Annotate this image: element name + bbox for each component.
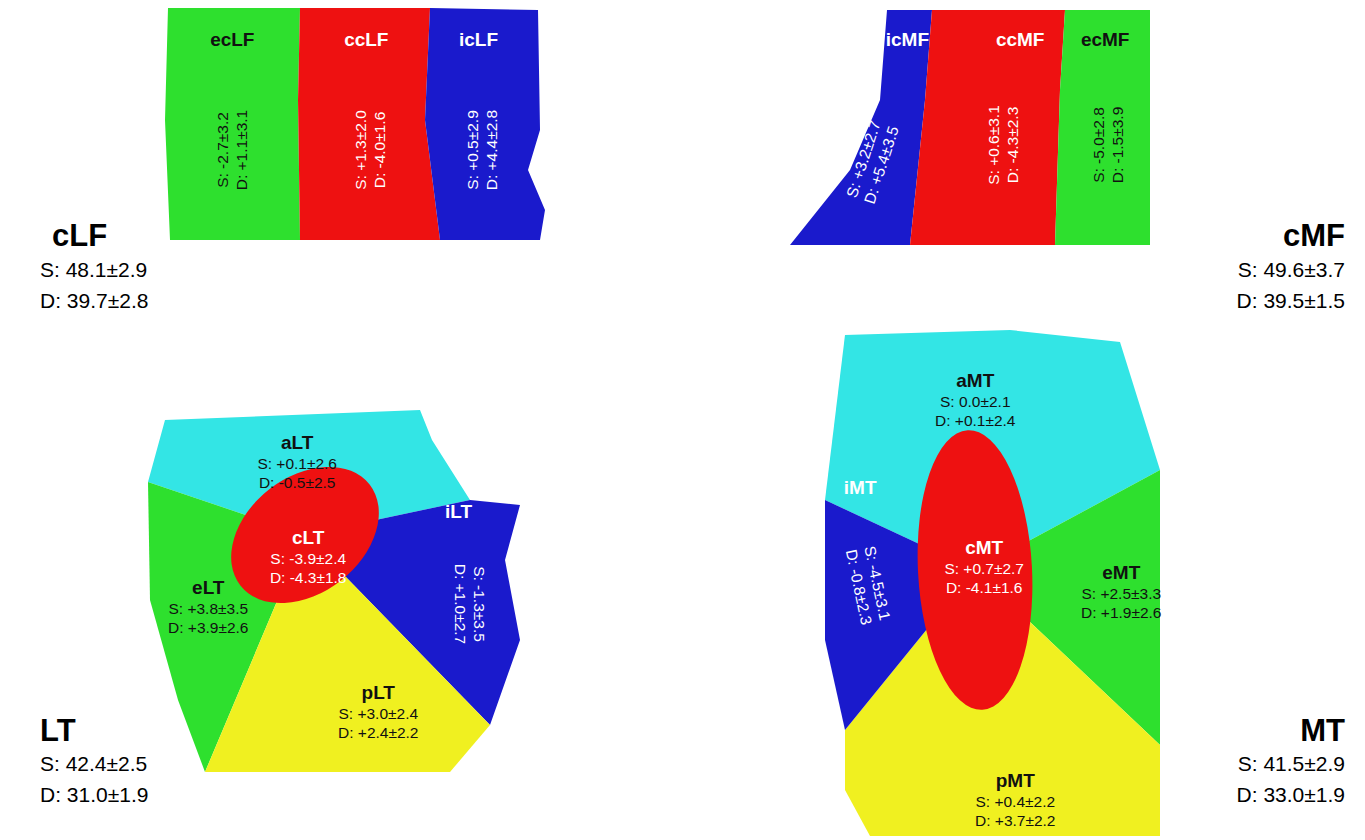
thickness-value: S: 48.1±2.9 (40, 258, 147, 282)
strain-value: S: +3.8±3.5 (168, 599, 249, 618)
region-node: icLFS: +0.5±2.9D: +4.4±2.8 (458, 29, 498, 51)
region-name: ecLF (210, 29, 255, 51)
region-name: ccMF (996, 29, 1045, 51)
strain-value: D: +3.7±2.2 (975, 811, 1056, 830)
strain-value: S: +0.1±2.6 (257, 454, 337, 473)
strain-value: D: +1.0±2.7 (451, 564, 470, 644)
thickness-value: D: 33.0±1.9 (1237, 783, 1345, 807)
strain-value: D: -4.1±1.6 (944, 578, 1024, 597)
region-node: iMTS: -4.5±3.1D: -0.8±2.3 (844, 477, 877, 499)
value-block: S: +0.6±3.1D: -4.3±2.3 (984, 105, 1022, 185)
strain-value: D: -4.0±1.6 (370, 110, 389, 190)
region-node: iLTS: -1.3±3.5D: +1.0±2.7 (444, 501, 472, 523)
strain-value: D: +3.9±2.6 (168, 618, 249, 637)
strain-value: D: +1.1±3.1 (232, 110, 251, 190)
region-node: eLTS: +3.8±3.5D: +3.9±2.6 (168, 577, 249, 637)
strain-value: S: +0.7±2.7 (944, 559, 1024, 578)
strain-value: D: -4.3±1.8 (270, 568, 347, 587)
region-node: ecMFS: -5.0±2.8D: -1.5±3.9 (1081, 29, 1130, 51)
region-name: eLT (168, 577, 249, 599)
region-name: ccLF (344, 29, 389, 51)
compartment-name: cMF (1283, 218, 1345, 254)
thickness-value: D: 39.7±2.8 (40, 289, 148, 313)
region-name: pLT (338, 682, 419, 704)
strain-value: S: +3.0±2.4 (338, 704, 419, 723)
region-name: cLT (270, 527, 347, 549)
red-region (910, 10, 1065, 245)
strain-value: D: -0.5±2.5 (257, 473, 337, 492)
compartment-name: LT (40, 713, 76, 749)
thickness-value: D: 31.0±1.9 (40, 783, 148, 807)
strain-value: S: +0.5±2.9 (463, 110, 482, 190)
strain-value: D: +1.9±2.6 (1081, 603, 1162, 622)
region-name: icLF (458, 29, 498, 51)
region-name: aMT (935, 370, 1016, 392)
region-name: pMT (975, 770, 1056, 792)
thickness-value: D: 39.5±1.5 (1237, 289, 1345, 313)
strain-value: S: -5.0±2.8 (1089, 107, 1108, 184)
region-name: cMT (944, 537, 1024, 559)
strain-value: S: -2.7±3.2 (213, 110, 232, 190)
region-node: ccLFS: +1.3±2.0D: -4.0±1.6 (344, 29, 389, 51)
region-node: aMTS: 0.0±2.1D: +0.1±2.4 (935, 370, 1016, 430)
thickness-value: S: 42.4±2.5 (40, 752, 147, 776)
region-node: icMFS: +3.2±2.7D: +5.4±3.5 (885, 29, 929, 51)
region-name: aLT (257, 432, 337, 454)
region-node: eMTS: +2.5±3.3D: +1.9±2.6 (1081, 562, 1162, 622)
region-node: pLTS: +3.0±2.4D: +2.4±2.2 (338, 682, 419, 742)
region-name: eMT (1081, 562, 1162, 584)
value-block: S: +0.5±2.9D: +4.4±2.8 (463, 110, 501, 190)
region-name: iLT (444, 501, 472, 523)
red-region (298, 8, 440, 240)
region-name: iMT (844, 477, 877, 499)
region-name: ecMF (1081, 29, 1130, 51)
strain-value: S: +2.5±3.3 (1081, 584, 1162, 603)
region-node: aLTS: +0.1±2.6D: -0.5±2.5 (257, 432, 337, 492)
region-node: cLTS: -3.9±2.4D: -4.3±1.8 (270, 527, 347, 587)
strain-value: S: +0.6±3.1 (984, 105, 1003, 185)
strain-value: S: -1.3±3.5 (470, 564, 489, 644)
strain-value: D: -1.5±3.9 (1108, 107, 1127, 184)
strain-value: S: -3.9±2.4 (270, 549, 347, 568)
thickness-value: S: 41.5±2.9 (1238, 752, 1345, 776)
region-node: cMTS: +0.7±2.7D: -4.1±1.6 (944, 537, 1024, 597)
green-region (165, 8, 300, 240)
compartment-name: cLF (52, 218, 107, 254)
value-block: S: -2.7±3.2D: +1.1±3.1 (213, 110, 251, 190)
region-node: pMTS: +0.4±2.2D: +3.7±2.2 (975, 770, 1056, 830)
strain-value: S: +0.4±2.2 (975, 792, 1056, 811)
strain-value: S: +1.3±2.0 (351, 110, 370, 190)
value-block: S: +1.3±2.0D: -4.0±1.6 (351, 110, 389, 190)
blue-region (790, 10, 932, 245)
thickness-value: S: 49.6±3.7 (1238, 258, 1345, 282)
compartment-name: MT (1300, 713, 1345, 749)
strain-value: S: 0.0±2.1 (935, 392, 1016, 411)
value-block: S: -1.3±3.5D: +1.0±2.7 (451, 564, 489, 644)
strain-value: D: -4.3±2.3 (1003, 105, 1022, 185)
value-block: S: -5.0±2.8D: -1.5±3.9 (1089, 107, 1127, 184)
blue-region (425, 8, 545, 240)
strain-value: D: +0.1±2.4 (935, 411, 1016, 430)
red-region (911, 427, 1039, 713)
region-node: ccMFS: +0.6±3.1D: -4.3±2.3 (996, 29, 1045, 51)
strain-value: D: +2.4±2.2 (338, 723, 419, 742)
green-region (1055, 10, 1150, 245)
region-name: icMF (885, 29, 929, 51)
strain-value: D: +4.4±2.8 (482, 110, 501, 190)
region-node: ecLFS: -2.7±3.2D: +1.1±3.1 (210, 29, 255, 51)
